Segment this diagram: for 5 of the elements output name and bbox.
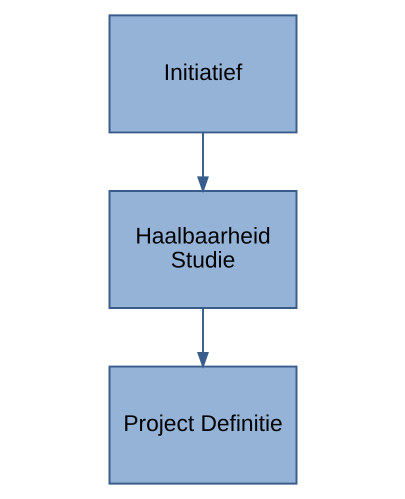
node-box: Initiatief	[108, 14, 297, 134]
arrow	[196, 132, 208, 194]
arrow	[196, 308, 208, 369]
node-box: Haalbaarheid Studie	[108, 190, 297, 310]
node-box: Project Definitie	[108, 366, 297, 485]
